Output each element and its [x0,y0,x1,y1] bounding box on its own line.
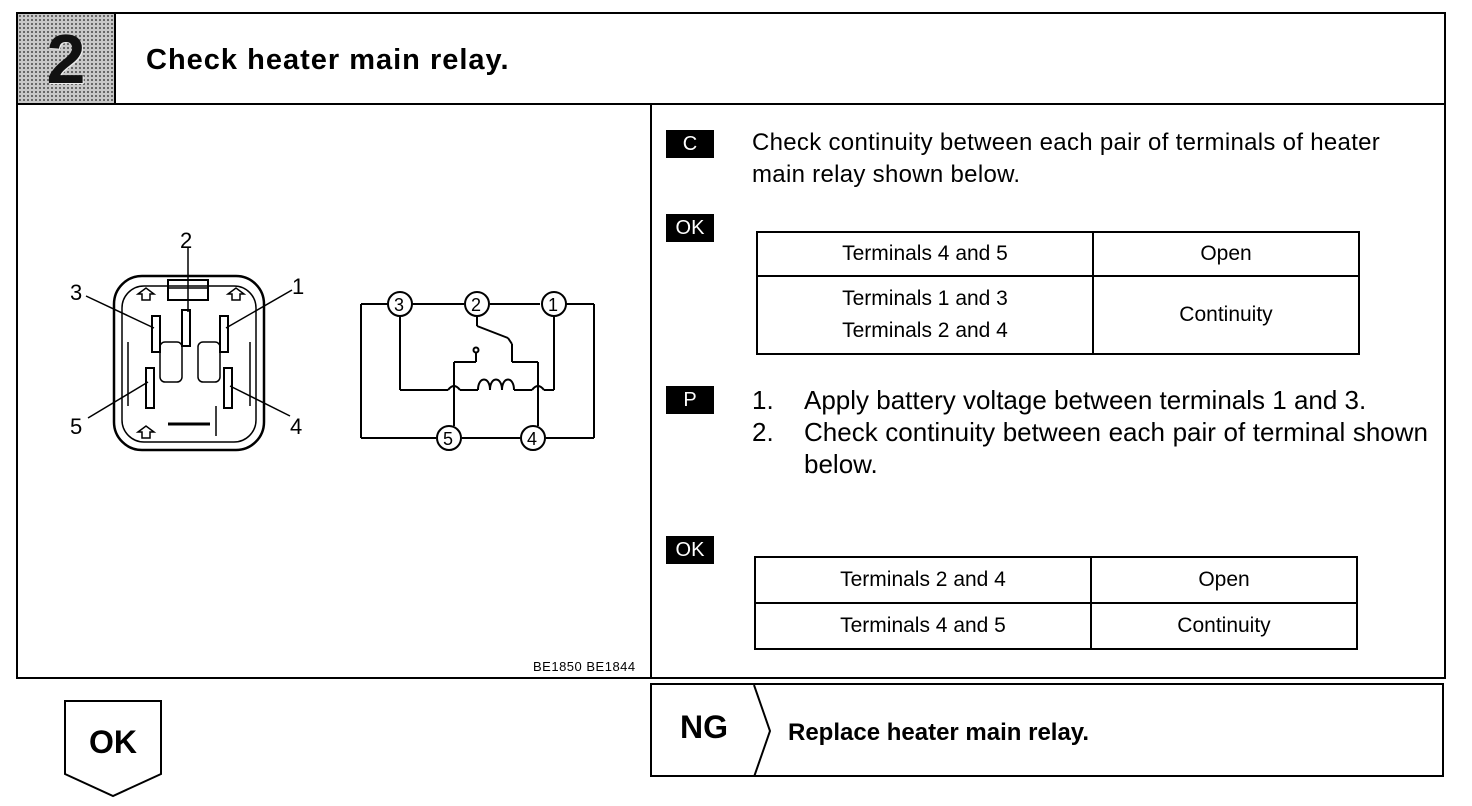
relay-circuit-drawing [360,303,595,439]
ok1-badge: OK [666,214,714,242]
relay-terminal-1: 1 [292,274,304,299]
list-number: 1. [752,385,774,415]
relay-figure: 2 3 1 5 4 [70,228,595,452]
ok2-badge: OK [666,536,714,564]
ng-action-text: Replace heater main relay. [788,719,1090,746]
check-c-badge: C [666,130,714,158]
table-cell: Terminals 4 and 5 [756,231,1094,277]
ng-label: NG [680,709,728,745]
table-row: Terminals 4 and 5 Open [756,231,1360,277]
panel-divider [650,104,652,679]
step-number-box: 2 [18,14,116,103]
relay-connector-drawing [112,274,266,452]
list-number: 2. [752,417,774,447]
ok-label: OK [89,724,137,760]
circuit-terminal-1: 1 [548,295,558,315]
table-line: Terminals 1 and 3 [842,287,1008,310]
check-p-badge: P [666,386,714,414]
step-number: 2 [46,19,86,98]
relay-terminal-2: 2 [180,228,192,253]
relay-terminal-4: 4 [290,414,302,439]
table-cell: Continuity [1092,275,1360,355]
table-cell: Terminals 2 and 4 [754,556,1092,604]
table-line: Terminals 2 and 4 [842,319,1008,342]
relay-terminal-5: 5 [70,414,82,439]
relay-leader-lines [85,248,293,419]
table-row: Terminals 1 and 3 Terminals 2 and 4 Cont… [756,275,1360,355]
list-item: 1. Apply battery voltage between termina… [752,384,1428,416]
step-header: 2 Check heater main relay. [16,12,1446,105]
list-text: Check continuity between each pair of te… [804,417,1428,479]
ok1-table: Terminals 4 and 5 Open Terminals 1 and 3… [756,231,1360,355]
ng-result-box: NG Replace heater main relay. [650,683,1444,777]
list-item: 2. Check continuity between each pair of… [752,416,1428,480]
ok2-table: Terminals 2 and 4 Open Terminals 4 and 5… [754,556,1358,650]
circuit-terminal-5: 5 [443,429,453,449]
table-cell: Terminals 4 and 5 [754,602,1092,650]
table-cell: Open [1090,556,1358,604]
check-p-steps: 1. Apply battery voltage between termina… [752,384,1428,480]
circuit-terminal-2: 2 [471,295,481,315]
table-cell: Continuity [1090,602,1358,650]
ok-arrow-outline [64,700,162,798]
circuit-terminal-circles [387,291,567,451]
ok-result-box: OK [64,700,164,803]
table-cell-multiline: Terminals 1 and 3 Terminals 2 and 4 [756,275,1094,355]
figure-code: BE1850 BE1844 [533,659,636,674]
step-title: Check heater main relay. [146,44,510,76]
circuit-terminal-3: 3 [394,295,404,315]
table-row: Terminals 2 and 4 Open [754,556,1358,604]
relay-terminal-3: 3 [70,280,82,305]
table-cell: Open [1092,231,1360,277]
table-row: Terminals 4 and 5 Continuity [754,602,1358,650]
ng-chevron-icon [753,685,772,777]
check-c-text: Check continuity between each pair of te… [752,129,1381,188]
list-text: Apply battery voltage between terminals … [804,385,1367,415]
circuit-terminal-4: 4 [527,429,537,449]
